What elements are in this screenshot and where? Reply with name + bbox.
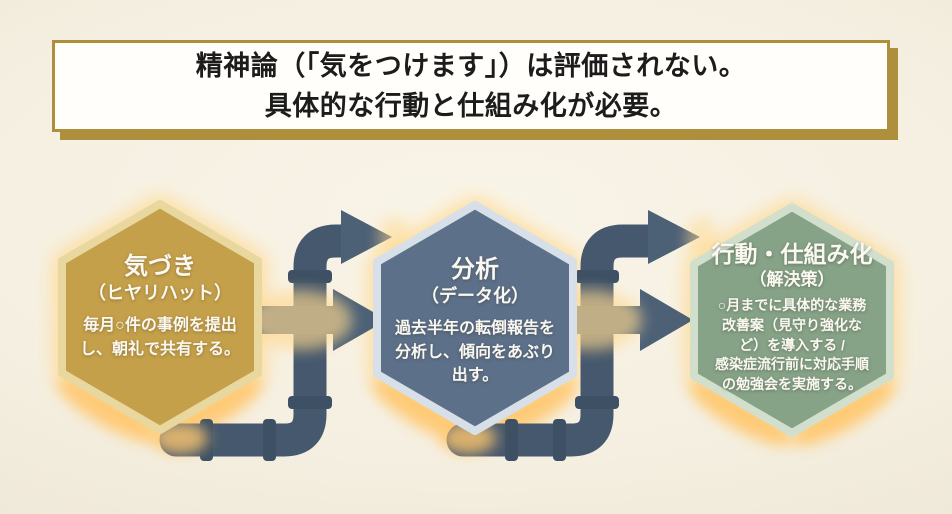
step-awareness-body: 毎月○件の事例を提出 し、朝礼で共有する。 xyxy=(79,317,240,358)
hexagon-analysis xyxy=(373,201,577,435)
halo-accent-awareness-left xyxy=(57,377,159,443)
step-analysis-subheading: （データ化） xyxy=(421,286,529,306)
step-action-subheading: （解決策） xyxy=(749,269,835,289)
step-action-body: ○月までに具体的な業務 改善案（見守り強化な ど）を導入する / 感染症流行前に… xyxy=(715,296,869,393)
pipe-couplings xyxy=(200,270,619,461)
step-analysis-body: 過去半年の転倒報告を 分析し、傾向をあぶり 出す。 xyxy=(394,320,555,384)
coupling-2c xyxy=(575,270,619,283)
mid-arrowhead-1 xyxy=(333,289,387,351)
step-action-text: 行動・仕組み化 （解決策） ○月までに具体的な業務 改善案（見守り強化な ど）を… xyxy=(690,240,894,395)
step-analysis-heading: 分析 xyxy=(451,256,499,283)
hexagon-awareness xyxy=(58,200,262,434)
halo-accent-action-left xyxy=(689,380,791,446)
hexagons xyxy=(58,200,894,437)
coupling-1b xyxy=(263,419,276,461)
mid-arrowhead-2 xyxy=(640,289,693,351)
top-arrows xyxy=(341,210,700,264)
top-arrowhead-2 xyxy=(648,210,700,264)
coupling-2d xyxy=(575,396,619,409)
title-box: 精神論（「気をつけます」）は評価されない。 具体的な行動と仕組み化が必要。 xyxy=(52,40,890,132)
hexagon-action xyxy=(690,203,894,437)
coupling-2b xyxy=(553,419,566,461)
step-awareness-text: 気づき （ヒヤリハット） 毎月○件の事例を提出 し、朝礼で共有する。 xyxy=(60,252,260,361)
title-line-2: 具体的な行動と仕組み化が必要。 xyxy=(264,91,678,121)
top-arrowhead-1 xyxy=(341,210,392,264)
step-awareness-subheading: （ヒヤリハット） xyxy=(88,283,232,303)
coupling-2a xyxy=(505,419,518,461)
coupling-1d xyxy=(288,396,332,409)
coupling-1c xyxy=(288,270,332,283)
step-action-heading: 行動・仕組み化 xyxy=(711,241,873,267)
step-analysis-text: 分析 （データ化） 過去半年の転倒報告を 分析し、傾向をあぶり 出す。 xyxy=(375,255,575,387)
title-line-1: 精神論（「気をつけます」）は評価されない。 xyxy=(195,50,747,81)
step-awareness-heading: 気づき xyxy=(124,253,196,280)
halo-accent-action-right xyxy=(793,380,895,446)
glow-top-tip-2 xyxy=(686,216,718,260)
glow-crossing-1 xyxy=(248,290,352,350)
